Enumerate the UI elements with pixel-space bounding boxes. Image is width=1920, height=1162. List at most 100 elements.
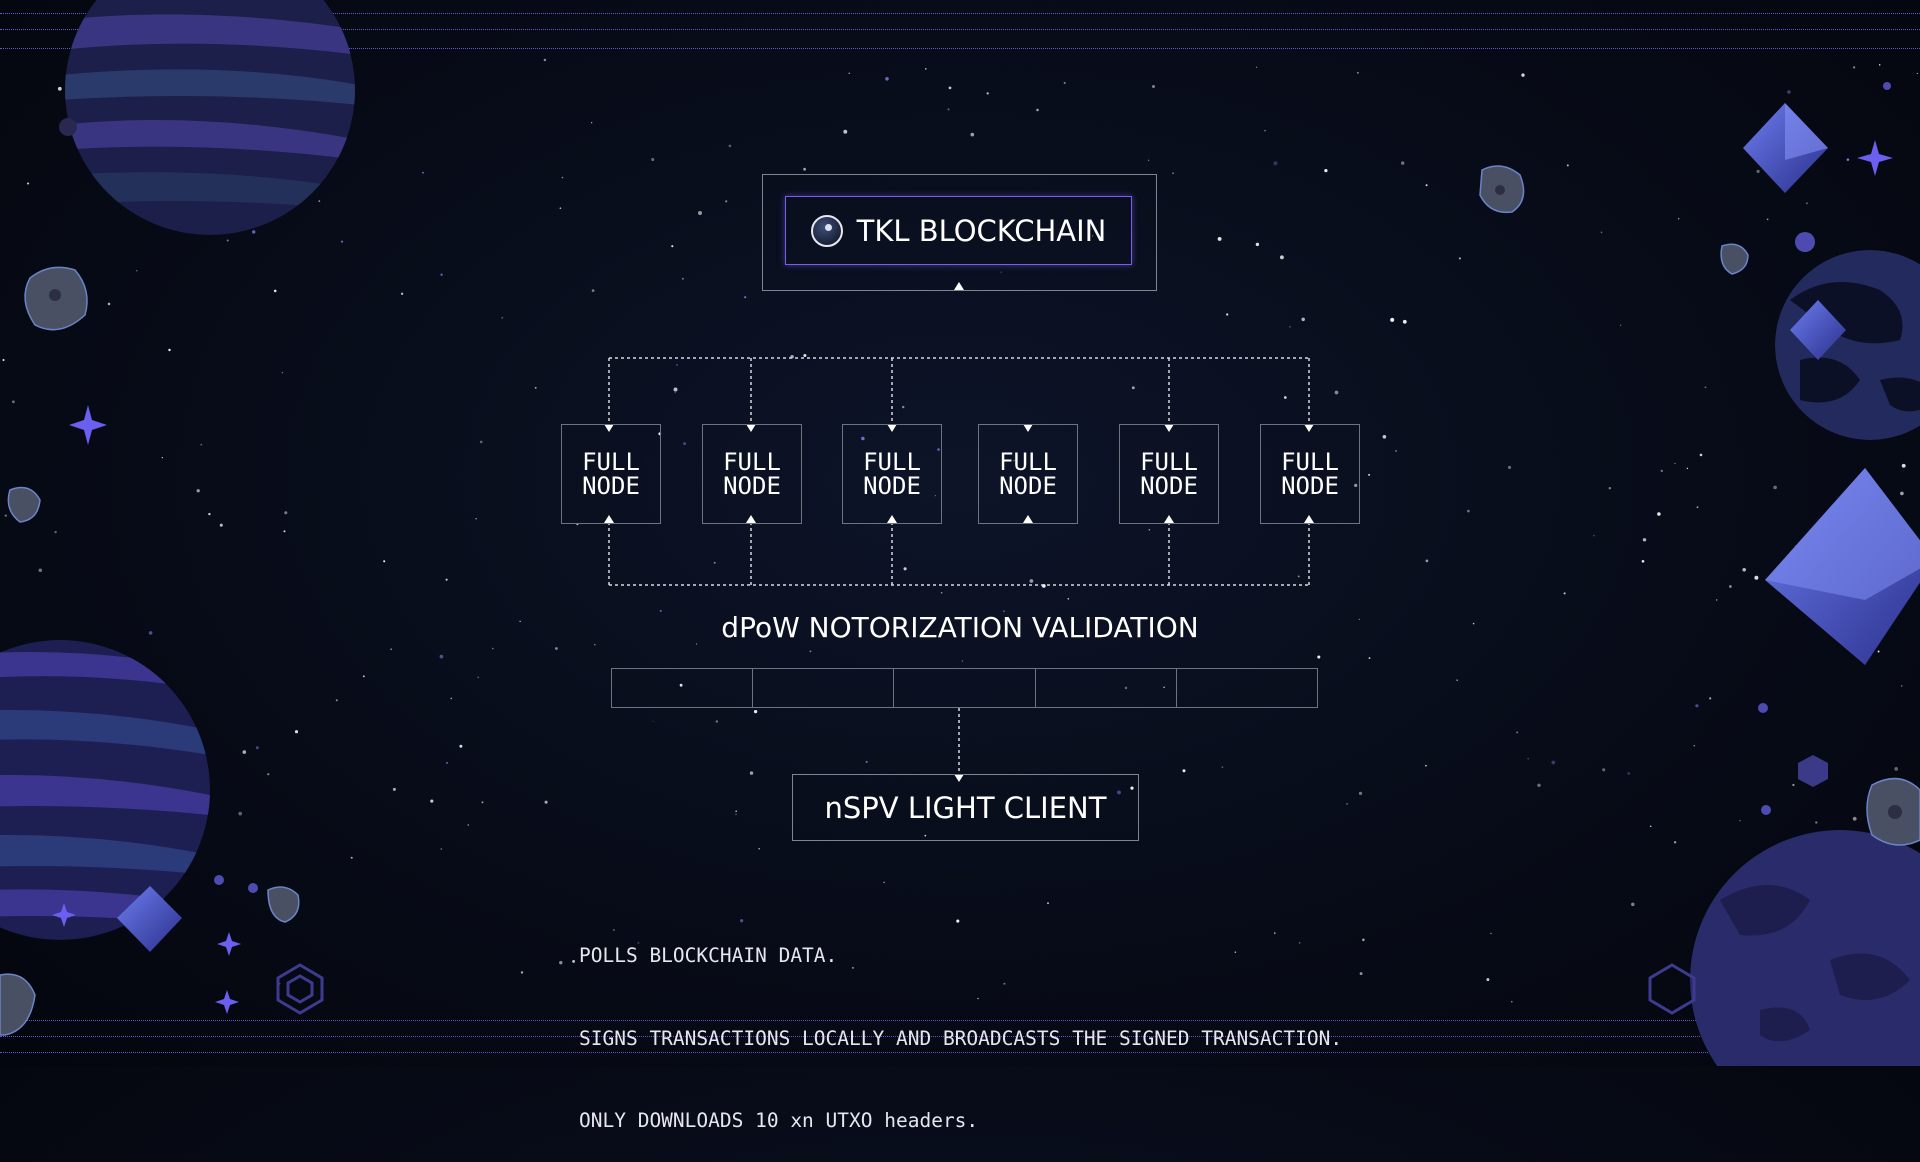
full-node-6: FULL NODE [1260,424,1360,524]
star [695,643,698,645]
star [1773,485,1777,490]
star [242,750,247,754]
star [1425,559,1429,563]
star [1346,803,1348,805]
star [594,644,596,646]
star [161,456,163,459]
star [1172,172,1175,175]
star [1255,66,1258,68]
validation-segment [752,668,894,708]
star [848,72,850,74]
star [1458,257,1461,260]
star [1147,159,1150,161]
star [1297,575,1300,578]
star [1130,786,1134,790]
star [728,144,732,148]
star [1217,236,1222,241]
star [753,709,758,714]
star [1739,820,1741,822]
star [758,847,761,850]
star [1754,575,1759,580]
star [1511,1000,1513,1003]
star [1521,73,1525,77]
star [1742,568,1746,572]
star [1362,938,1365,942]
star [1425,184,1428,187]
star [383,560,386,563]
star [148,631,153,635]
frame-line-top-3 [0,48,1920,49]
star [924,834,927,837]
star [1424,764,1427,767]
star [1756,169,1760,173]
crystal-bottom-left [117,886,182,952]
star [1356,71,1359,74]
star [477,676,480,679]
star [671,245,674,248]
star [852,967,854,969]
star [713,561,716,564]
star [1766,218,1769,221]
validation-segment [611,668,753,708]
hex-badge-right [1798,755,1828,787]
star [749,771,754,775]
star [492,647,494,650]
moon-small [59,118,77,136]
star [1013,459,1015,462]
star [1678,218,1680,220]
star [1255,242,1260,247]
validation-segment [1176,668,1318,708]
full-node-label: FULL NODE [1140,448,1198,500]
blockchain-outer-frame [762,174,1157,291]
star [809,650,812,653]
full-node-1: FULL NODE [561,424,661,524]
star [501,316,504,319]
star [439,654,444,659]
star [613,929,615,931]
star [1660,469,1663,473]
star [226,239,229,242]
planet-top-left [65,0,355,235]
star [1900,491,1904,496]
star [1627,772,1631,775]
star [208,512,211,516]
star [1091,235,1094,237]
frame-line-top-2 [0,29,1920,30]
star [430,799,434,803]
star [1003,610,1005,612]
star [252,230,256,234]
star [902,405,905,409]
star [534,386,537,389]
star [1472,622,1475,625]
star [445,578,448,581]
star [1551,760,1556,765]
star [947,108,950,111]
star [937,448,940,451]
star [1563,592,1566,595]
star [1047,902,1049,905]
star [1805,202,1808,205]
star [1642,538,1647,542]
star [283,530,286,533]
star [1852,816,1857,821]
star [1395,449,1398,452]
asteroid-craters [49,185,1902,819]
full-node-5: FULL NODE [1119,424,1219,524]
star [1846,158,1850,161]
star [1131,386,1135,390]
star [1602,768,1606,772]
full-node-3: FULL NODE [842,424,942,524]
star [1279,255,1284,260]
star [1283,396,1287,399]
frame-line-top-1 [0,13,1920,14]
star [803,167,807,171]
client-notes: POLLS BLOCKCHAIN DATA. SIGNS TRANSACTION… [579,887,1342,1162]
star [956,919,960,923]
star [440,273,443,276]
frame-line-bottom-3 [0,1052,1920,1053]
star [1608,486,1612,490]
star [273,289,277,293]
star [219,523,223,527]
star [1402,319,1407,324]
validation-segment [1035,668,1177,708]
